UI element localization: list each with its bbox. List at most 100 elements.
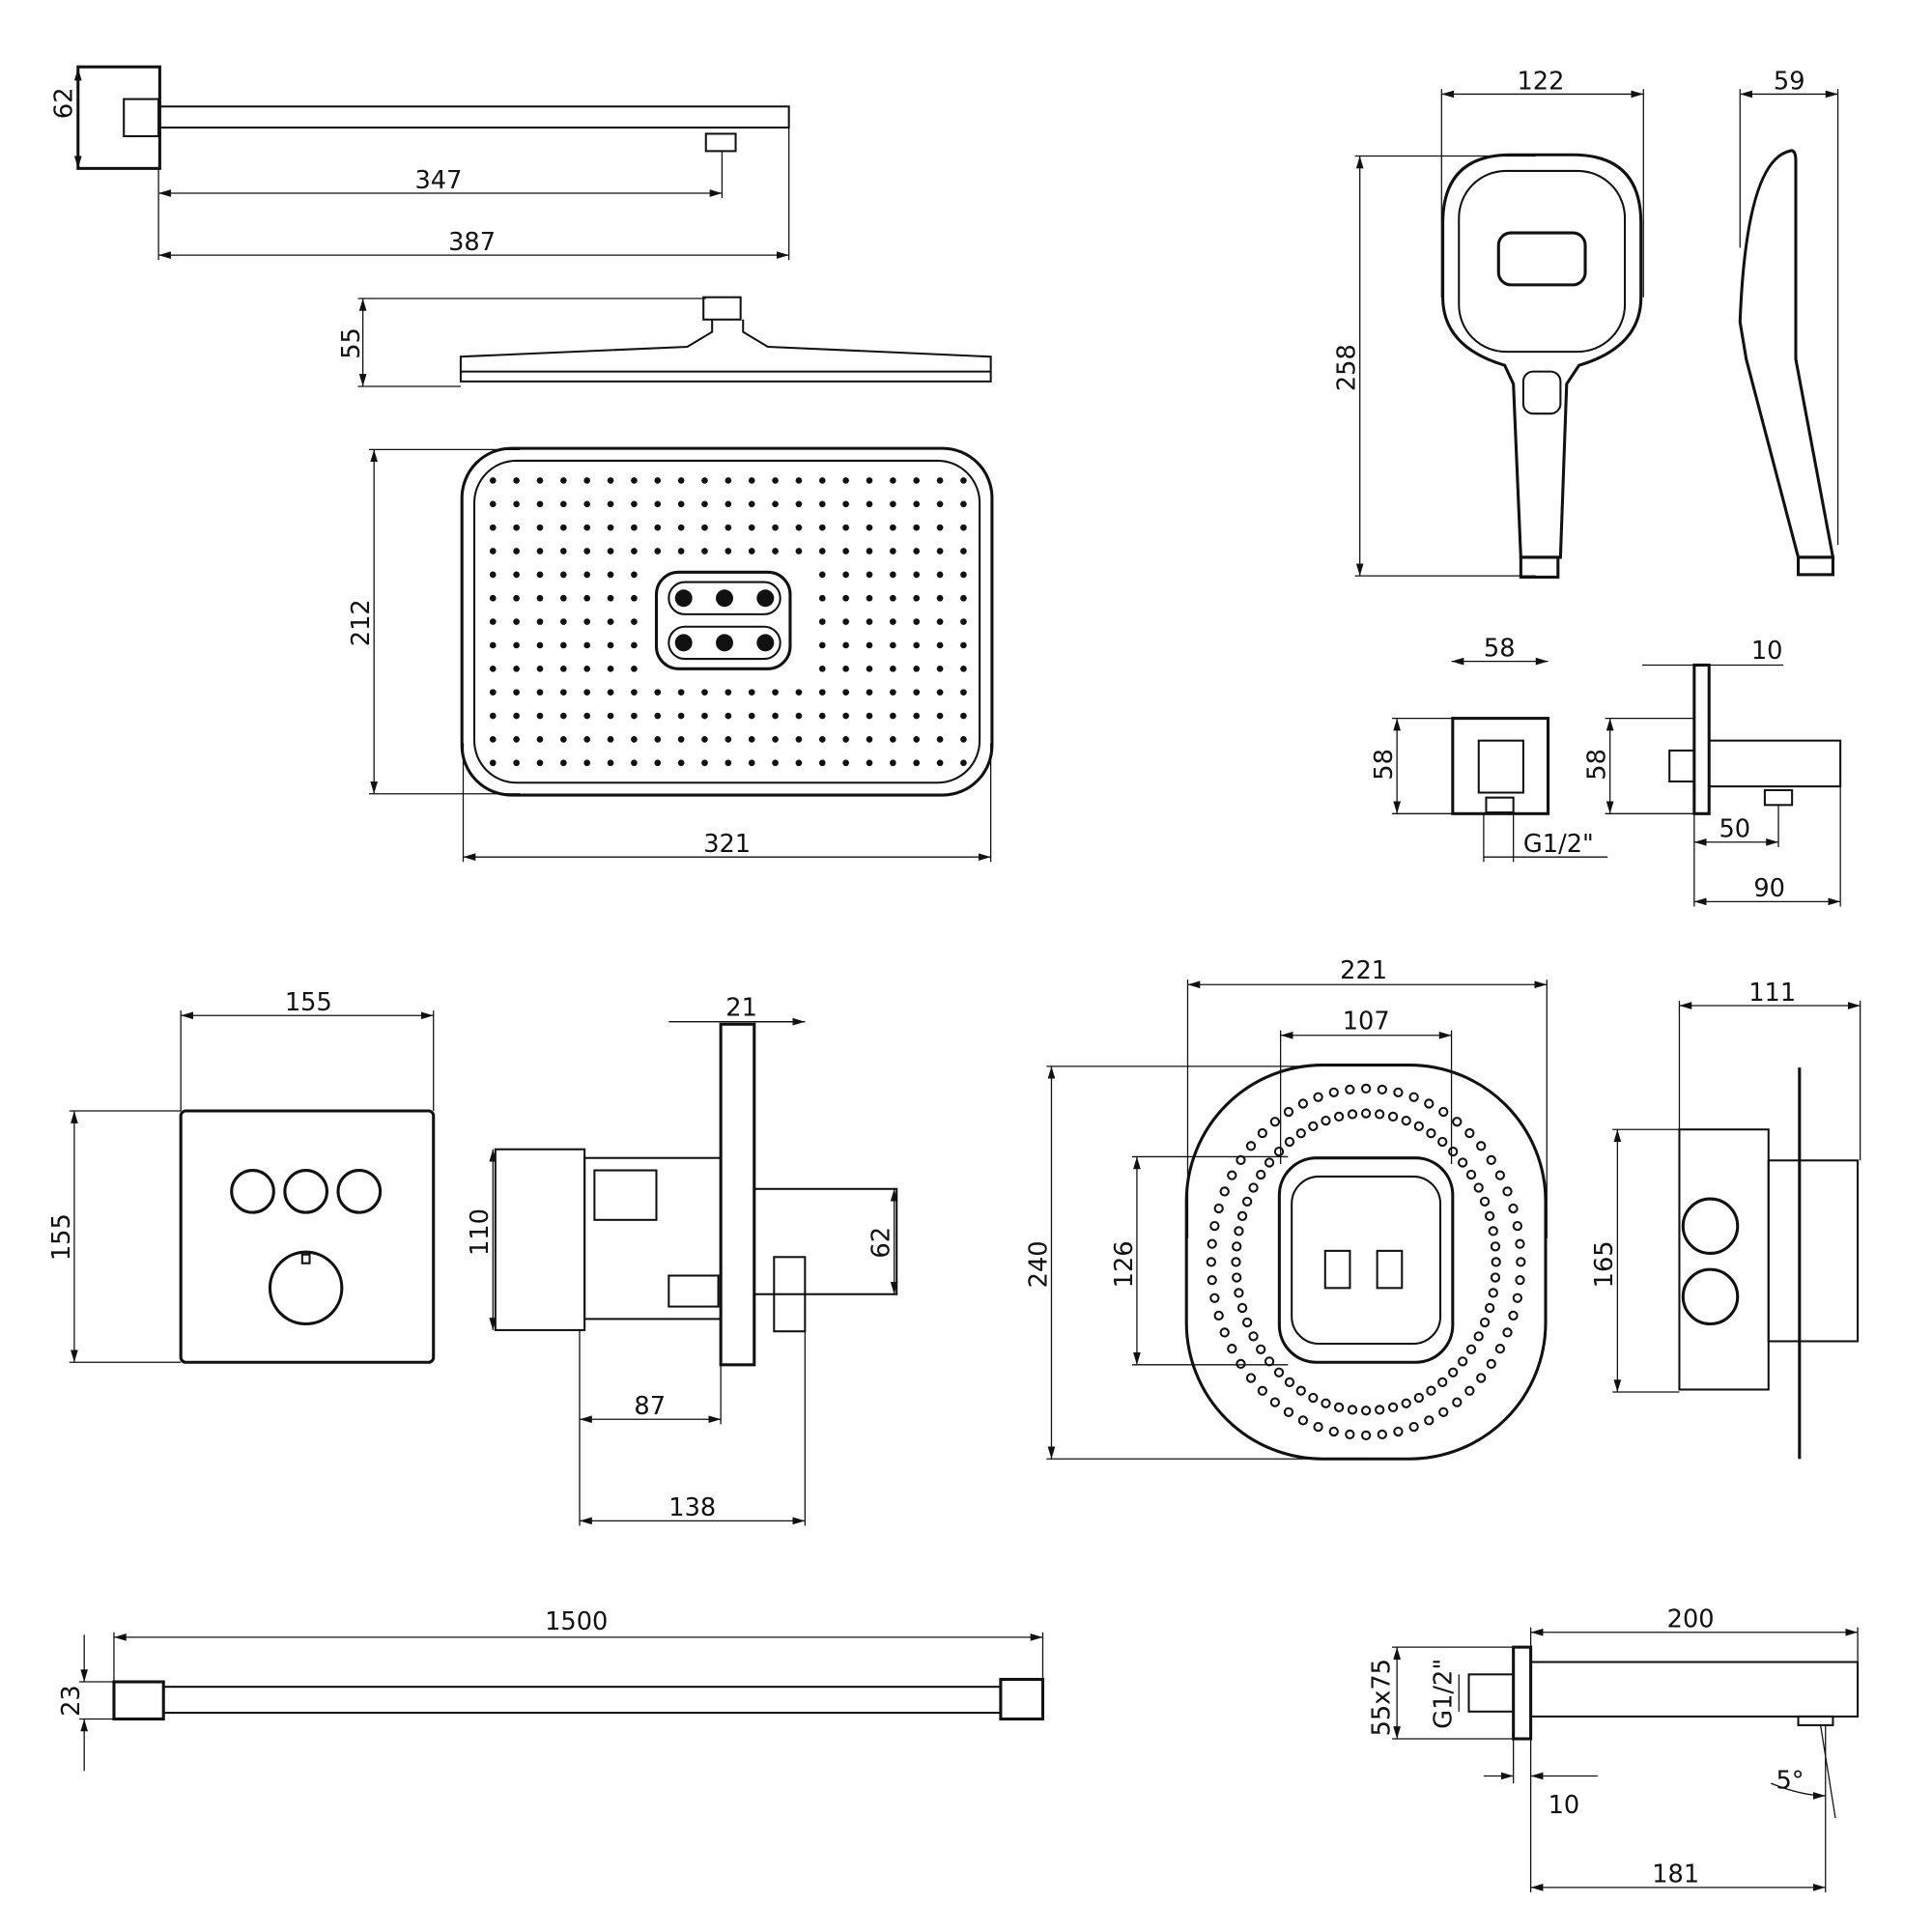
- nozzle: [560, 736, 567, 743]
- nozzle: [513, 548, 520, 554]
- nozzle: [795, 759, 803, 767]
- nozzle: [842, 618, 849, 625]
- dim-elbow-offset: 50: [1719, 815, 1750, 844]
- nozzle: [818, 736, 826, 743]
- nozzle: [583, 736, 591, 743]
- dim-hand-thickness: 59: [1774, 67, 1805, 96]
- box-hole: [1297, 1415, 1309, 1426]
- nozzle: [536, 524, 544, 531]
- nozzle: [677, 759, 685, 767]
- box-hole: [1333, 1402, 1345, 1413]
- dim-spout-angle: 5°: [1776, 1766, 1804, 1795]
- nozzle: [677, 524, 685, 531]
- nozzle: [513, 759, 520, 767]
- dim-head-height: 55: [337, 327, 366, 359]
- nozzle: [560, 689, 567, 696]
- dim-box-outer-height: 240: [1024, 1240, 1053, 1288]
- nozzle: [795, 477, 803, 484]
- nozzle: [701, 477, 708, 484]
- nozzle: [748, 759, 755, 767]
- nozzle: [960, 548, 967, 554]
- dim-hand-length: 258: [1333, 344, 1362, 391]
- nozzle: [701, 712, 708, 720]
- nozzle: [560, 477, 567, 484]
- dim-spout-plate: 10: [1548, 1791, 1580, 1820]
- nozzle: [866, 524, 873, 531]
- nozzle: [560, 618, 567, 625]
- nozzle: [818, 689, 826, 696]
- box-hole: [1465, 1344, 1477, 1354]
- box-hole: [1257, 1385, 1267, 1396]
- nozzle: [936, 524, 944, 531]
- nozzle: [536, 548, 544, 554]
- nozzle: [607, 736, 614, 743]
- dim-elbow-thread: G1/2": [1523, 830, 1594, 859]
- nozzle: [842, 571, 849, 579]
- nozzle: [631, 524, 638, 531]
- nozzle: [560, 759, 567, 767]
- box-hole: [1360, 1430, 1372, 1441]
- nozzle: [795, 712, 803, 720]
- box-hole: [1321, 1398, 1331, 1408]
- box-hole: [1308, 1392, 1319, 1404]
- box-hole: [1476, 1141, 1487, 1151]
- nozzle: [583, 618, 591, 625]
- nozzle: [489, 689, 497, 696]
- rain-head-side-view: 55: [337, 296, 992, 387]
- nozzle: [960, 618, 967, 625]
- nozzle: [748, 548, 755, 554]
- nozzle: [818, 641, 826, 649]
- box-hole: [1256, 1344, 1266, 1354]
- nozzle: [560, 524, 567, 531]
- nozzle: [677, 477, 685, 484]
- box-hole: [1231, 1257, 1241, 1267]
- box-hole: [1515, 1275, 1525, 1286]
- box-hole: [1437, 1377, 1448, 1388]
- box-hole: [1328, 1426, 1339, 1437]
- nozzle: [866, 548, 873, 554]
- nozzle: [513, 712, 520, 720]
- nozzle: [866, 712, 873, 720]
- nozzle: [748, 712, 755, 720]
- nozzle: [866, 618, 873, 625]
- dim-elbow-side-height: 58: [1583, 749, 1612, 781]
- nozzle: [842, 736, 849, 743]
- dim-spout-projection: 181: [1652, 1861, 1699, 1889]
- dim-mixer-width: 155: [285, 988, 332, 1017]
- nozzle: [489, 548, 497, 554]
- box-hole: [1448, 1146, 1459, 1157]
- box-hole: [1502, 1186, 1513, 1197]
- nozzle: [842, 759, 849, 767]
- box-hole: [1273, 1367, 1285, 1378]
- nozzle: [631, 665, 638, 672]
- mixer-side-view: 21 110 62 87 138: [466, 993, 898, 1526]
- nozzle: [936, 618, 944, 625]
- nozzle: [654, 689, 662, 696]
- box-hole: [1256, 1169, 1266, 1180]
- box-hole: [1269, 1397, 1281, 1407]
- box-hole: [1401, 1398, 1411, 1408]
- nozzle: [489, 759, 497, 767]
- nozzle: [677, 548, 685, 554]
- box-hole: [1479, 1317, 1491, 1328]
- nozzle: [654, 548, 662, 554]
- nozzle: [724, 712, 732, 720]
- nozzle: [890, 736, 896, 743]
- box-hole-ring: [1206, 1083, 1526, 1441]
- box-hole: [1227, 1344, 1237, 1354]
- box-hole: [1512, 1293, 1522, 1303]
- nozzle: [818, 594, 826, 602]
- hose-view: 1500 23: [57, 1607, 1045, 1772]
- nozzle: [631, 477, 638, 484]
- box-hole: [1360, 1083, 1372, 1094]
- box-hole: [1345, 1429, 1355, 1440]
- nozzle: [936, 665, 944, 672]
- nozzle: [866, 571, 873, 579]
- nozzle: [842, 689, 849, 696]
- hand-shower-view: 122 59 258: [1333, 67, 1839, 579]
- nozzle: [772, 524, 779, 531]
- box-hole: [1295, 1385, 1306, 1396]
- box-hole: [1458, 1157, 1468, 1168]
- nozzle: [724, 736, 732, 743]
